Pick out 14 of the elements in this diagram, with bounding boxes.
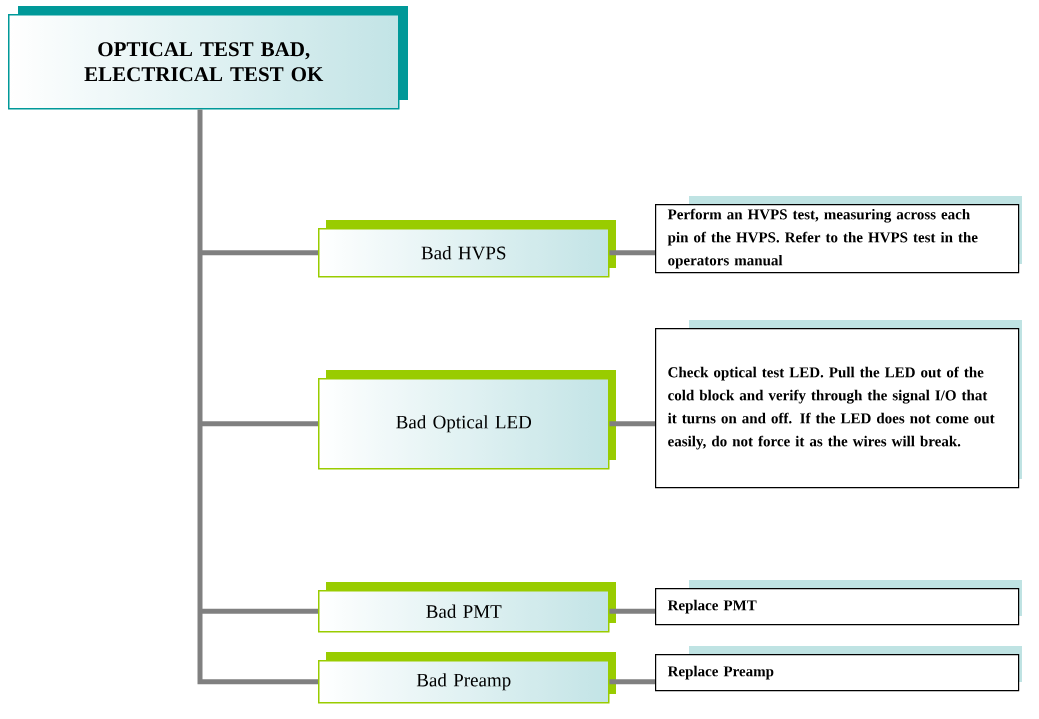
action-box: Perform an HVPS test, measuring across each pin of the HVPS. Refer to the HVPS test in the operators manual (655, 196, 1022, 274)
cause-box: Bad Optical LED (318, 370, 616, 470)
connector-line (609, 250, 655, 256)
title-box: OPTICAL TEST BAD, ELECTRICAL TEST OK (8, 6, 408, 110)
connector-line (609, 679, 655, 685)
cause-box: Bad Preamp (318, 652, 616, 704)
cause-box: Bad PMT (318, 582, 616, 633)
action-box: Replace PMT (655, 580, 1022, 626)
connector-line (609, 421, 655, 427)
connector-line (609, 608, 655, 614)
action-box: Replace Preamp (655, 646, 1022, 692)
cause-box: Bad HVPS (318, 220, 616, 278)
action-box: Check optical test LED. Pull the LED out of the cold block and verify through the signal I/O that it turns on and off. If the LED does not come out easily, do not force it as the wires will break. (655, 320, 1022, 489)
connector-line (197, 109, 318, 685)
